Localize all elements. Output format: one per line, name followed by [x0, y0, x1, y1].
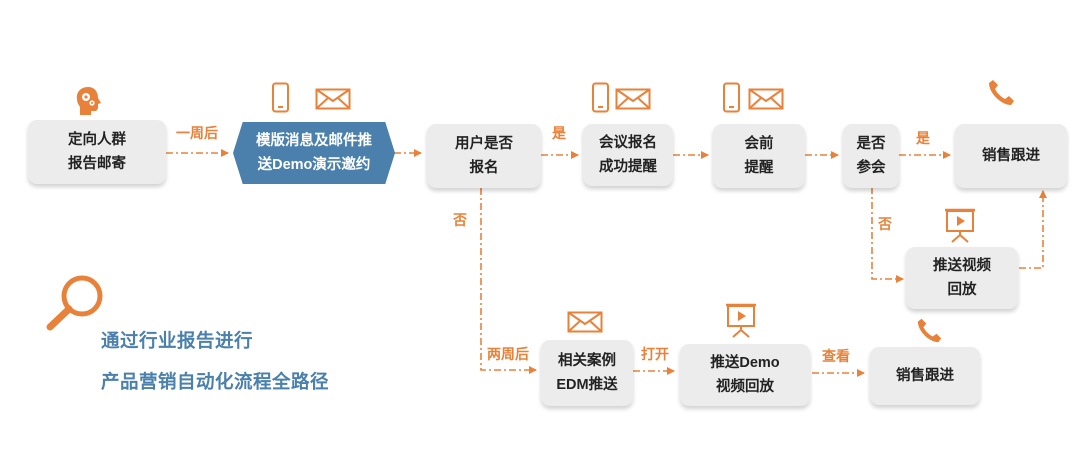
presentation-video-icon: [726, 303, 756, 338]
edge-label-one-week: 一周后: [176, 125, 218, 141]
node-text: 成功提醒: [599, 159, 657, 175]
handset-icon: [917, 318, 942, 343]
node-targeted-report-mailing: 定向人群报告邮寄: [28, 120, 166, 184]
node-text: 报名: [469, 160, 499, 176]
node-signup-success-reminder: 会议报名成功提醒: [583, 124, 673, 186]
edge-attend-replay: [871, 187, 904, 283]
mail-icon: [315, 88, 351, 110]
node-text: 会前: [744, 136, 774, 152]
node-text: 报告邮寄: [68, 156, 126, 172]
phone-icon: [592, 82, 609, 113]
node-text: 推送Demo: [710, 355, 780, 371]
node-text: 销售跟进: [896, 368, 954, 384]
caption-line-1: 通过行业报告进行: [101, 330, 254, 351]
node-attended: 是否参会: [843, 124, 899, 188]
node-text: 定向人群: [68, 132, 126, 148]
mail-icon: [748, 88, 784, 110]
phone-icon: [272, 82, 289, 113]
node-pre-meeting-reminder: 会前提醒: [713, 124, 805, 188]
phone-icon: [723, 82, 740, 113]
magnifier-icon: [46, 275, 103, 331]
edge-label-yes: 是: [916, 130, 930, 146]
edge-replay-sales: [1019, 190, 1047, 269]
node-sales-follow-up-2: 销售跟进: [870, 347, 980, 405]
edge-label-no: 否: [453, 212, 467, 228]
mail-icon: [567, 311, 603, 333]
node-text: 送Demo演示邀约: [257, 157, 371, 173]
node-text: 提醒: [744, 160, 774, 176]
node-push-demo-video-replay: 推送Demo 视频回放: [680, 344, 810, 406]
edge-label-yes: 是: [552, 125, 566, 141]
edge-label-open: 打开: [641, 346, 669, 362]
node-text: 是否: [856, 136, 886, 152]
node-sales-follow-up: 销售跟进: [955, 124, 1067, 188]
node-text: 视频回放: [715, 379, 774, 395]
node-text: 参会: [856, 160, 886, 176]
node-user-signed-up: 用户是否报名: [427, 124, 541, 188]
edge-label-view: 查看: [822, 348, 850, 364]
edge-signup-cases: [480, 188, 537, 374]
node-text: 相关案例: [557, 353, 616, 369]
mail-icon: [615, 88, 651, 110]
edge-label-no: 否: [878, 216, 892, 232]
node-text: 销售跟进: [982, 148, 1040, 164]
node-text: 回放: [947, 282, 977, 298]
node-text: 用户是否: [455, 136, 513, 152]
node-text: EDM推送: [556, 377, 618, 393]
edge-label-two-weeks: 两周后: [487, 346, 529, 362]
node-case-edm-push: 相关案例 EDM推送: [541, 340, 633, 406]
node-template-message-push: 模版消息及邮件推送Demo演示邀约: [233, 122, 395, 184]
handset-icon: [989, 80, 1014, 105]
node-text: 推送视频: [933, 258, 991, 274]
caption-line-2: 产品营销自动化流程全路径: [101, 371, 330, 392]
presentation-video-icon: [945, 208, 975, 243]
node-push-video-replay: 推送视频回放: [906, 247, 1018, 309]
node-text: 会议报名: [599, 135, 657, 151]
node-text: 模版消息及邮件推: [256, 133, 372, 149]
head-gears-icon: [76, 87, 101, 115]
